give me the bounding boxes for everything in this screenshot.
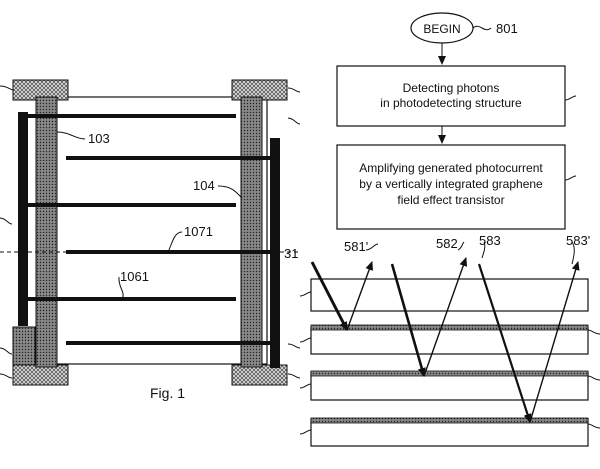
leader-right-top: [287, 87, 301, 93]
layer-slab-4: [310, 418, 589, 447]
finger-lines: [28, 114, 270, 345]
leader-left-top: [0, 85, 15, 91]
leader-step-1: [564, 95, 577, 101]
textured-column-right: [240, 96, 263, 368]
flowchart: BEGIN 801 Detecting photons in photodete…: [336, 12, 577, 230]
leader-slab-r2: [587, 329, 600, 335]
label-1061: 1061: [120, 269, 149, 284]
ray-reflect-2: [423, 257, 468, 377]
label-582: 582: [436, 236, 458, 251]
layer-stack: 581' 582 583 583' 31: [284, 233, 600, 447]
leader-left-bot: [0, 373, 13, 379]
graphene-layer-3: [310, 370, 589, 377]
leader-right-low: [287, 343, 301, 349]
leader-801: [472, 25, 492, 31]
leader-slab-3: [299, 383, 312, 389]
layer-slab-3: [310, 371, 589, 401]
label-583b: 583': [566, 233, 590, 248]
leader-1071: [167, 231, 183, 253]
step-2-line-2: by a vertically integrated graphene: [359, 177, 543, 191]
ray-reflect-3: [529, 261, 580, 423]
leader-103: [56, 131, 86, 140]
label-31: 31: [284, 246, 298, 261]
layer-slab-2: [310, 326, 589, 355]
label-1071: 1071: [184, 224, 213, 239]
ray-incident-3: [477, 263, 532, 423]
leader-slab-r4: [587, 423, 600, 429]
ray-reflect-1: [346, 261, 373, 331]
leader-slab-4: [299, 429, 312, 435]
textured-column-left: [35, 96, 58, 368]
leader-slab-2: [299, 337, 312, 343]
leader-582: [457, 241, 465, 251]
leader-104: [217, 185, 243, 199]
small-pad-left: [12, 326, 36, 366]
leader-1061: [118, 276, 124, 300]
leader-left-mid: [0, 217, 13, 225]
electrode-left-outer: [18, 112, 28, 326]
leader-581: [365, 243, 379, 251]
graphene-layer-4: [310, 417, 589, 424]
step-2-line-1: Amplifying generated photocurrent: [359, 161, 543, 175]
step-box-1: [336, 65, 566, 127]
leader-slab-1: [299, 291, 312, 297]
label-583: 583: [479, 233, 501, 248]
leader-583: [481, 241, 486, 259]
graphene-layer-2: [310, 324, 589, 331]
label-581: 581': [344, 239, 368, 254]
fig1-device: 103 104 1071 1061 Fig. 1: [0, 79, 301, 401]
step-1-line-2: in photodetecting structure: [380, 96, 522, 110]
step-box-2: [336, 144, 566, 230]
begin-ref-label: 801: [496, 21, 518, 36]
step-1-line-1: Detecting photons: [403, 81, 500, 95]
electrode-right-outer: [270, 138, 280, 368]
label-103: 103: [88, 131, 110, 146]
step-2-line-3: field effect transistor: [397, 193, 504, 207]
leader-left-low: [0, 347, 13, 355]
device-outline: [54, 96, 268, 365]
leader-583b: [571, 241, 575, 265]
leader-slab-r3: [587, 375, 600, 381]
leader-right-mid: [287, 117, 301, 125]
leader-step-2: [564, 175, 577, 181]
contact-pad-bottom-left: [12, 364, 69, 386]
ray-incident-2: [390, 263, 426, 377]
figure-caption: Fig. 1: [150, 385, 185, 401]
leader-right-bot: [287, 373, 301, 379]
ray-incident-1: [310, 261, 349, 331]
begin-label: BEGIN: [423, 22, 460, 36]
label-104: 104: [193, 178, 215, 193]
